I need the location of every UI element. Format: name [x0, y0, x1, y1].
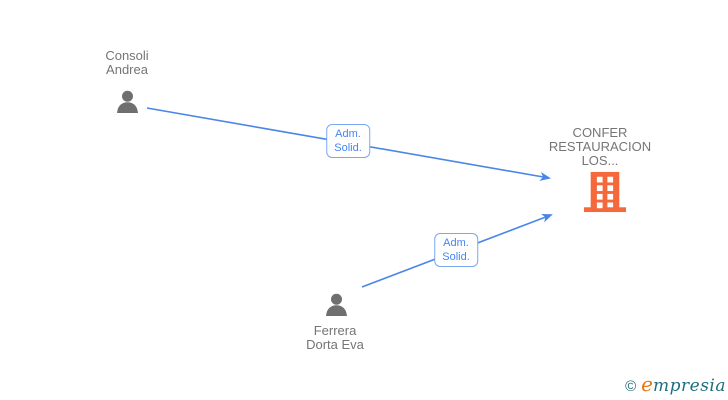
edge-label-adm-solid-1[interactable]: Adm. Solid. [326, 124, 370, 158]
person-name-label: Ferrera Dorta Eva [306, 323, 364, 352]
person-icon [112, 88, 143, 118]
company-name-label: CONFER RESTAURACION LOS... [548, 125, 652, 168]
empresia-logo[interactable]: © e mpresia [625, 372, 726, 396]
copyright-icon: © [625, 378, 637, 395]
brand-initial: e [641, 372, 653, 396]
person-icon [321, 291, 352, 321]
edge-label-adm-solid-2[interactable]: Adm. Solid. [434, 233, 478, 267]
building-icon [584, 171, 626, 213]
brand-name: mpresia [653, 376, 726, 396]
person-name-label: Consoli Andrea [105, 48, 149, 77]
